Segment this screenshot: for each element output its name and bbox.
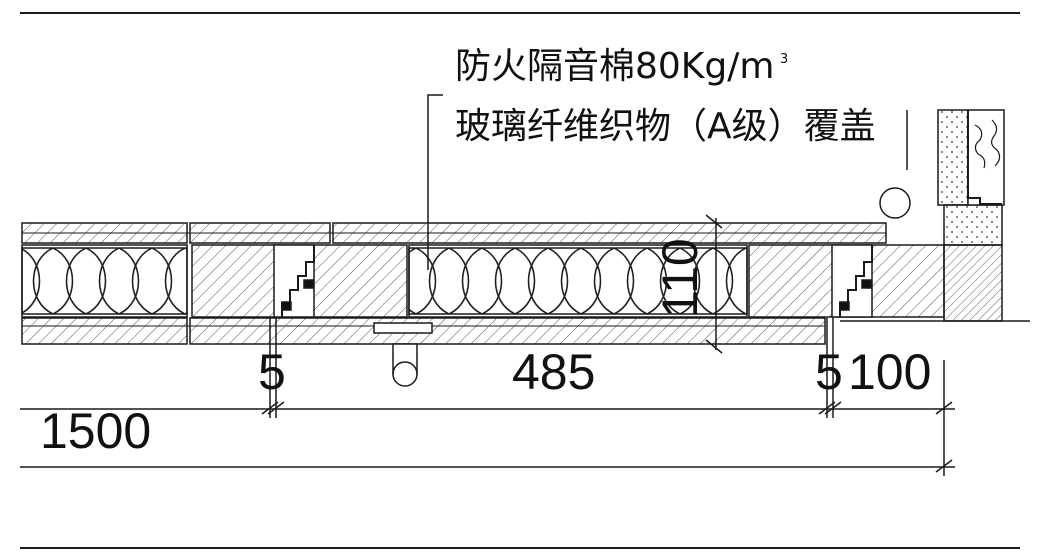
dimension-overall: 1500 — [40, 403, 151, 459]
joint-block-left — [191, 244, 408, 318]
annotation-superscript: 3 — [780, 52, 788, 67]
annotation-line-1: 防火隔音棉80Kg/m — [455, 46, 774, 87]
dimension-panel-width: 485 — [512, 344, 595, 400]
joint-block-right — [748, 244, 945, 318]
leader-line — [427, 94, 908, 270]
dimension-right-segment: 100 — [848, 344, 931, 400]
bottom-facing-board — [21, 317, 826, 345]
annotation-line-2: 玻璃纤维织物（A级）覆盖 — [455, 106, 876, 147]
insulation-center — [408, 244, 748, 318]
top-facing-board — [21, 222, 887, 244]
frame-lines — [20, 12, 1020, 549]
adjacent-wall — [840, 109, 1030, 322]
dimension-left-gap: 5 — [258, 344, 286, 400]
dimension-right-gap: 5 — [815, 344, 843, 400]
pipe-symbols — [392, 187, 911, 387]
thickness-dimension — [705, 214, 723, 354]
dimension-thickness: 110 — [652, 238, 708, 318]
dimension-lines — [20, 318, 955, 476]
insulation-left — [21, 244, 188, 318]
